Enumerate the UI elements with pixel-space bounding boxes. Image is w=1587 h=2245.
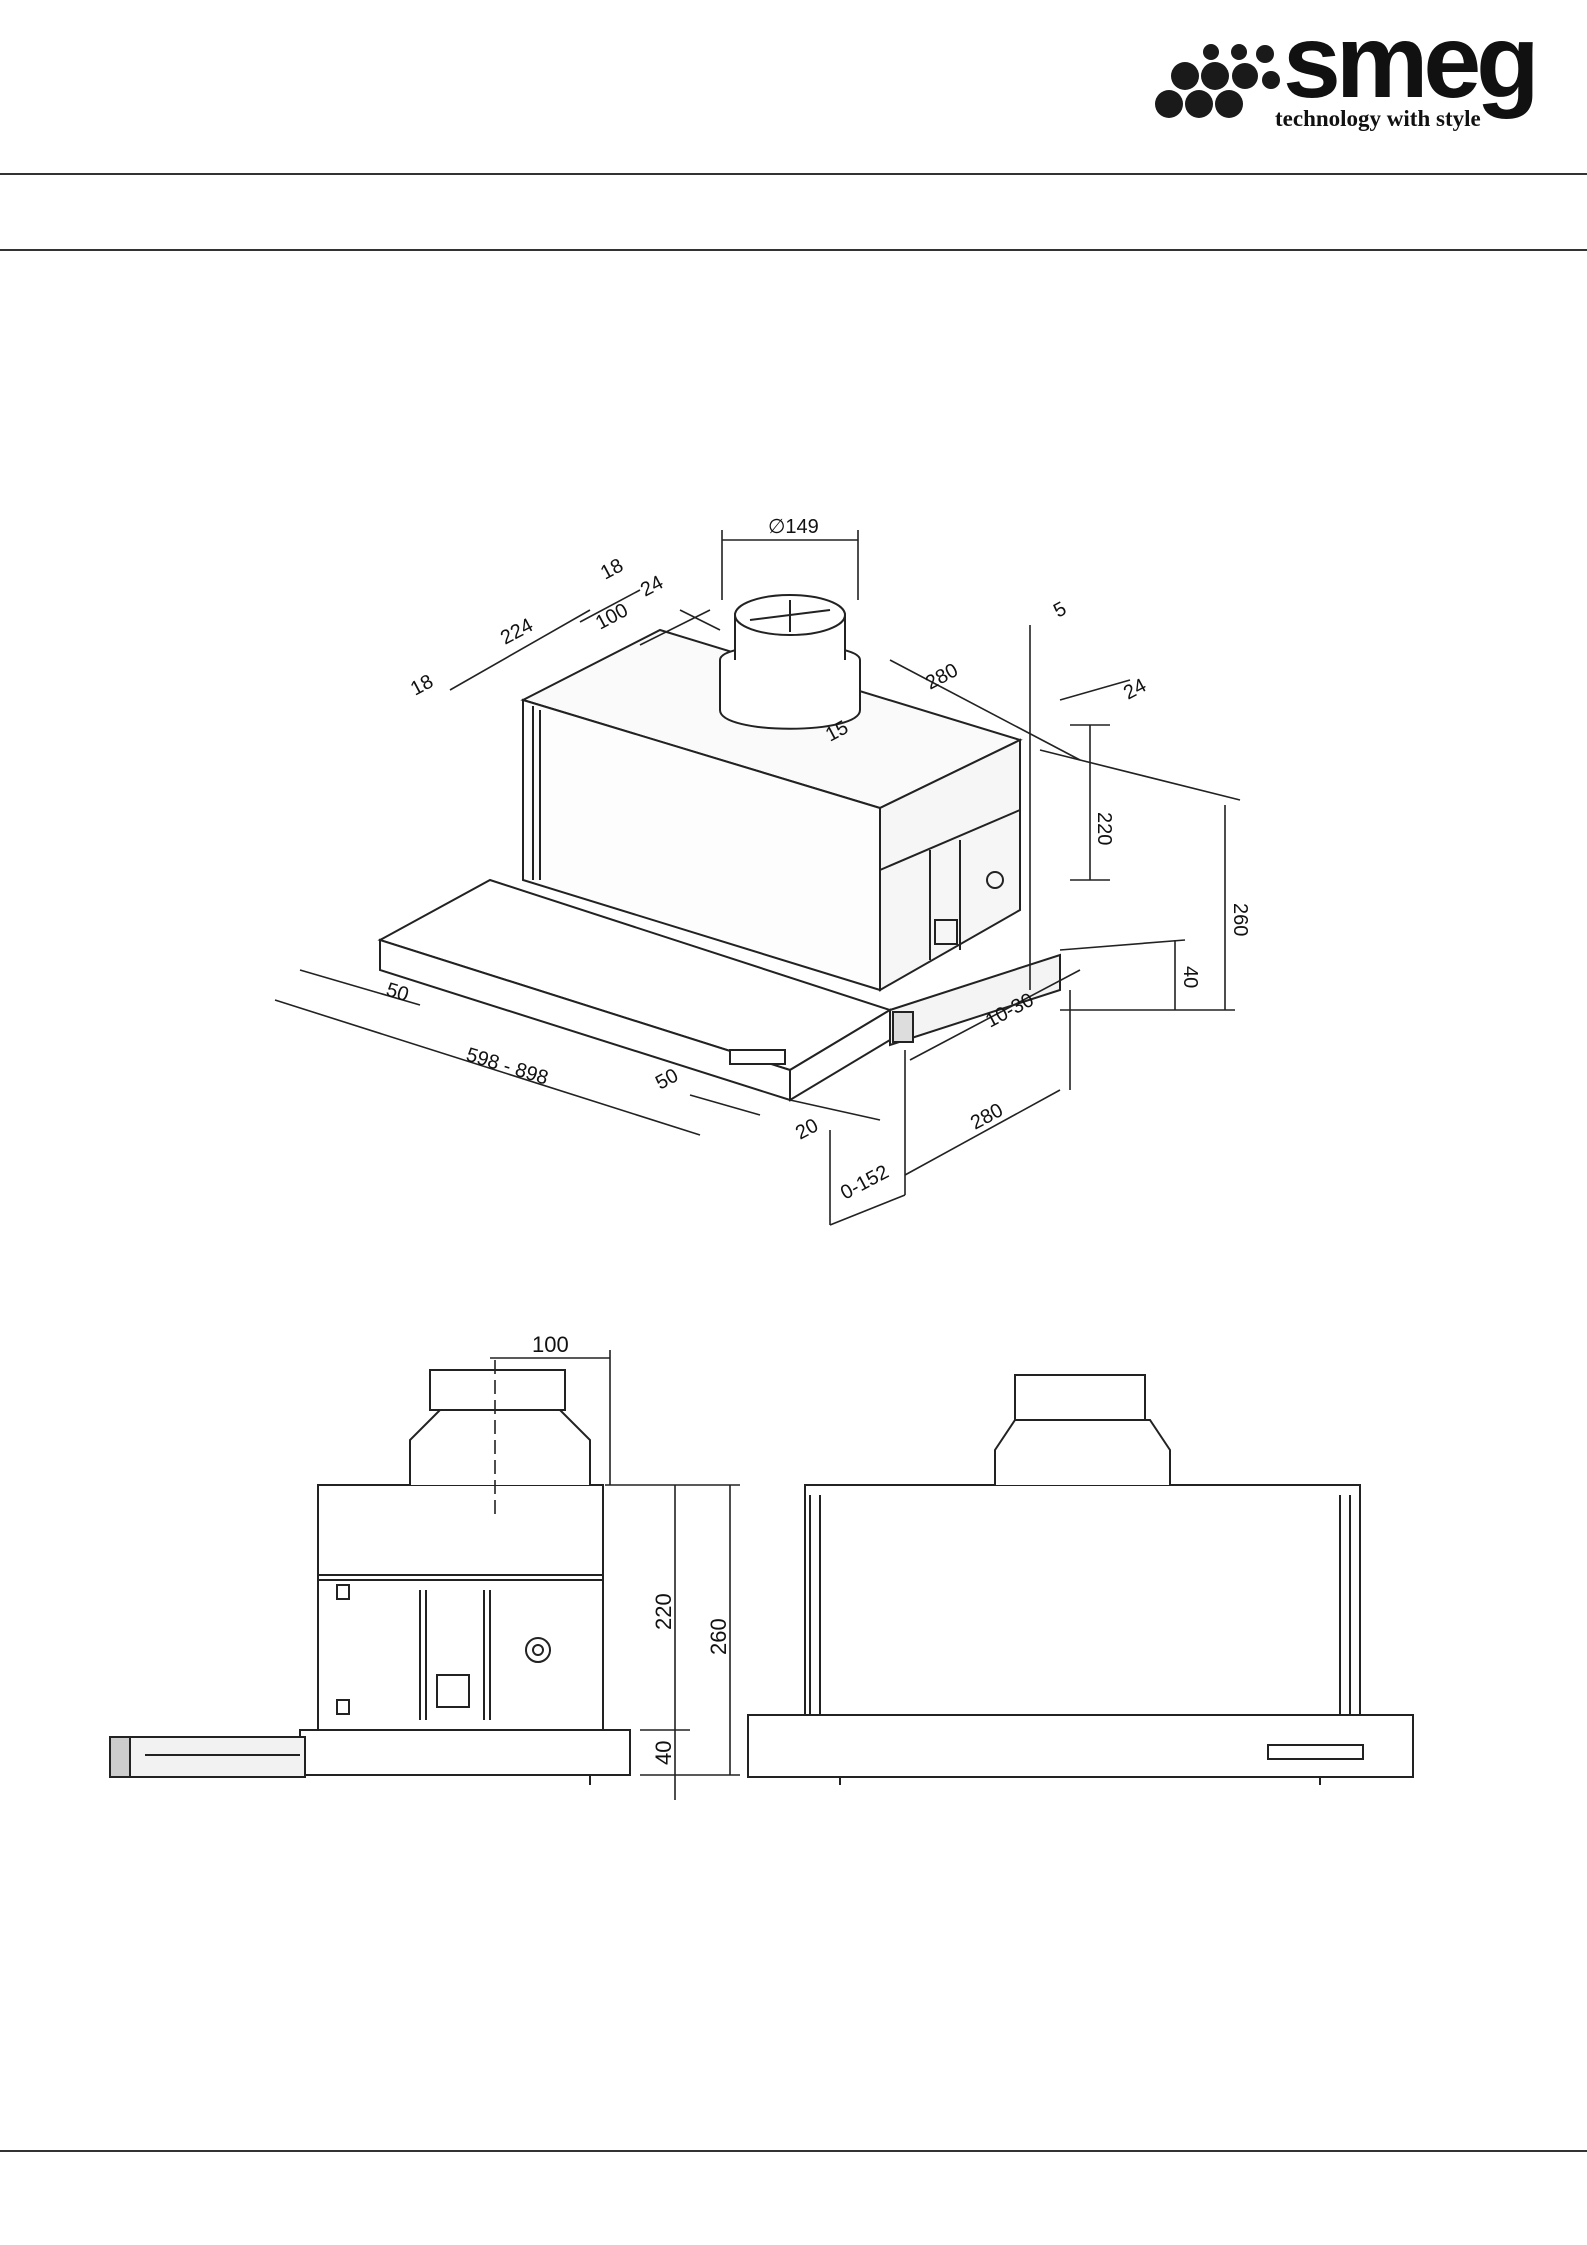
dim-20: 20 — [792, 1115, 822, 1145]
dim-100-top: 100 — [592, 599, 632, 634]
dim-40-side: 40 — [651, 1741, 676, 1765]
dim-5: 5 — [1050, 598, 1070, 623]
dim-50-left: 50 — [384, 979, 412, 1007]
dim-24-top: 24 — [637, 572, 667, 602]
dim-18-top: 18 — [597, 555, 627, 585]
dim-598-898: 598 - 898 — [464, 1044, 551, 1090]
dim-220-side: 220 — [651, 1593, 676, 1630]
duct-collar-iso — [720, 595, 860, 729]
dim-18-left: 18 — [407, 671, 437, 701]
dim-duct-diameter: ∅149 — [768, 516, 819, 538]
dim-280-top: 280 — [922, 659, 962, 694]
dim-260-iso: 260 — [1229, 903, 1251, 936]
dim-220-iso: 220 — [1093, 812, 1115, 845]
dim-50-right: 50 — [652, 1065, 682, 1095]
dim-260-side: 260 — [706, 1618, 731, 1655]
dim-100-side: 100 — [532, 1332, 569, 1357]
front-view-drawing — [748, 1375, 1413, 1785]
dim-0-152: 0-152 — [837, 1161, 892, 1204]
side-view-drawing — [110, 1370, 630, 1785]
dim-24-right: 24 — [1120, 675, 1150, 705]
dim-280-bottom: 280 — [967, 1099, 1007, 1134]
dim-40-iso: 40 — [1179, 966, 1201, 988]
